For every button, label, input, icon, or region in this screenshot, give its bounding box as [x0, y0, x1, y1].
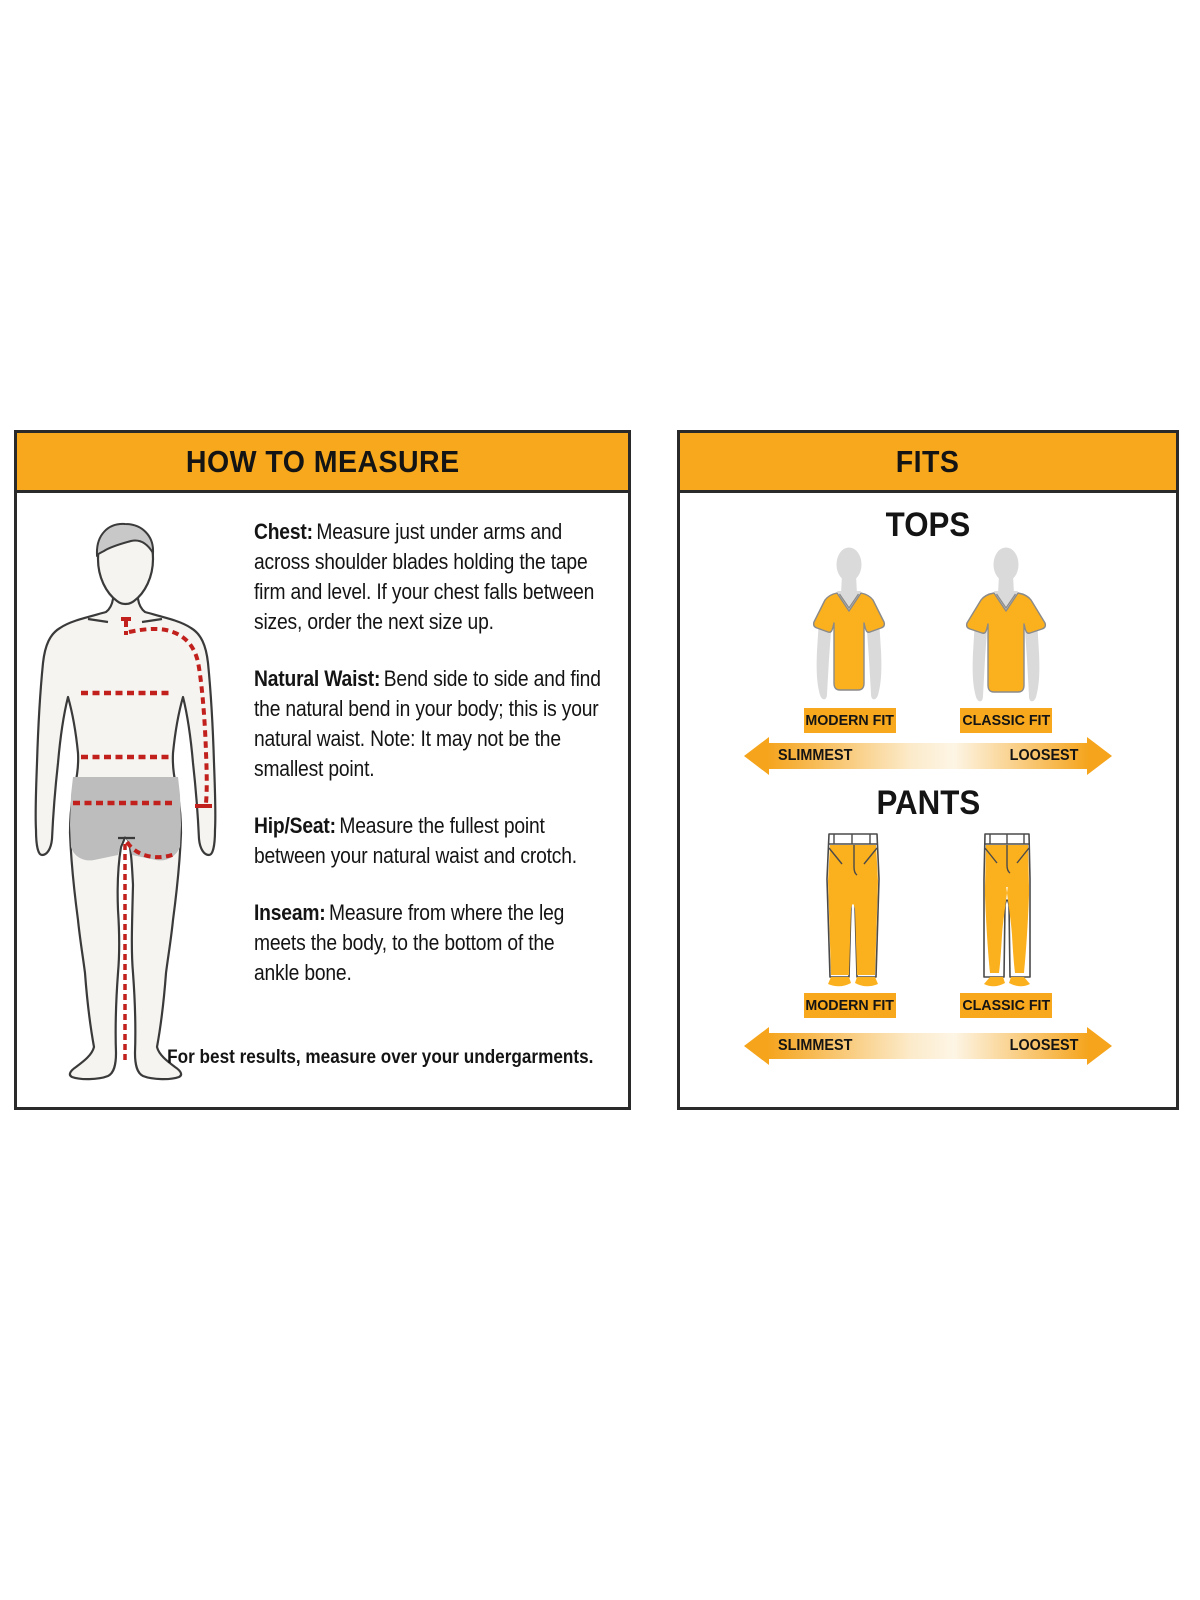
measure-instruction: Inseam:Measure from where the leg meets … — [254, 898, 604, 988]
classic-fit-pants-figure — [983, 833, 1031, 987]
pants-fit-scale-arrow: SLIMMEST LOOSEST — [744, 1027, 1112, 1065]
instruction-text: Measure from where the leg meets the bod… — [254, 900, 565, 985]
how-to-measure-panel: HOW TO MEASURE — [14, 430, 631, 1110]
modern-fit-top-figure — [812, 547, 885, 700]
instruction-label: Inseam: — [254, 900, 326, 925]
pants-figures-row — [821, 832, 1035, 989]
tops-section-title: TOPS — [885, 506, 971, 544]
fits-panel: FITS TOPS — [677, 430, 1179, 1110]
instruction-label: Natural Waist: — [254, 666, 381, 691]
tops-modern-fit-label: MODERN FIT — [804, 708, 896, 733]
measure-instructions: Chest:Measure just under arms and across… — [254, 517, 604, 1015]
tops-scale-loosest: LOOSEST — [1009, 747, 1078, 764]
measure-instruction: Hip/Seat:Measure the fullest point betwe… — [254, 811, 604, 871]
double-arrow-icon — [744, 737, 1112, 775]
instruction-text: Bend side to side and find the natural b… — [254, 666, 601, 781]
instruction-label: Chest: — [254, 519, 313, 544]
pants-scale-loosest: LOOSEST — [1009, 1037, 1078, 1054]
tops-figures-row — [807, 547, 1050, 705]
pants-classic-fit-label: CLASSIC FIT — [960, 993, 1052, 1018]
tops-classic-fit-label: CLASSIC FIT — [960, 708, 1052, 733]
measure-footnote: For best results, measure over your unde… — [166, 1046, 593, 1068]
pants-fit-labels: MODERN FIT CLASSIC FIT — [804, 993, 1052, 1018]
pants-modern-fit-label: MODERN FIT — [804, 993, 896, 1018]
how-to-measure-title: HOW TO MEASURE — [185, 443, 460, 479]
tops-fit-labels: MODERN FIT CLASSIC FIT — [804, 708, 1052, 733]
instruction-text: Measure the fullest point between your n… — [254, 813, 577, 868]
pants-section-title: PANTS — [876, 784, 980, 822]
instruction-label: Hip/Seat: — [254, 813, 336, 838]
instruction-text: Measure just under arms and across shoul… — [254, 519, 595, 634]
measure-instruction: Chest:Measure just under arms and across… — [254, 517, 604, 637]
how-to-measure-header: HOW TO MEASURE — [17, 433, 628, 493]
double-arrow-icon — [744, 1027, 1112, 1065]
fits-title: FITS — [896, 443, 960, 479]
how-to-measure-body: Chest:Measure just under arms and across… — [17, 493, 628, 1107]
pants-scale-slimmest: SLIMMEST — [778, 1037, 853, 1054]
tops-scale-slimmest: SLIMMEST — [778, 747, 853, 764]
fits-header: FITS — [680, 433, 1176, 493]
modern-fit-pants-figure — [826, 833, 880, 987]
fits-body: TOPS — [680, 493, 1176, 1107]
tops-fit-scale-arrow: SLIMMEST LOOSEST — [744, 737, 1112, 775]
body-measurement-figure — [34, 522, 217, 1081]
classic-fit-top-figure — [965, 547, 1046, 702]
measure-instruction: Natural Waist:Bend side to side and find… — [254, 664, 604, 784]
